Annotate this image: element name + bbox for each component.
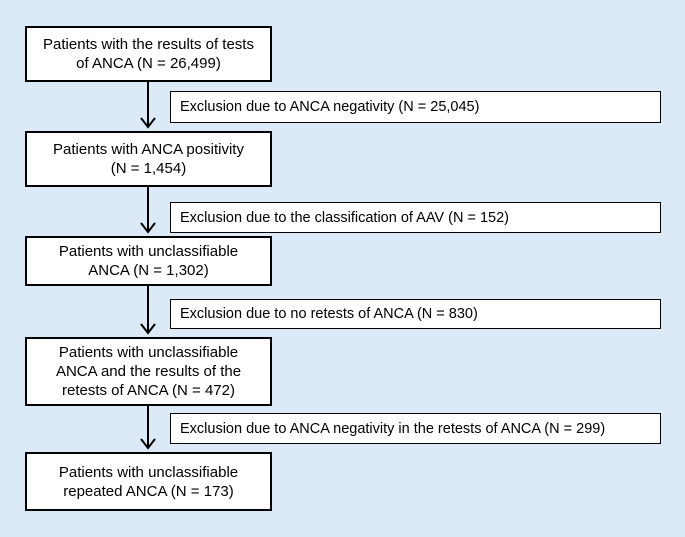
exclusion-text: Exclusion due to the classification of A… <box>180 209 509 226</box>
flow-box-text: Patients with unclassifiable <box>58 463 239 481</box>
flow-box-text: ANCA (N = 1,302) <box>88 262 209 279</box>
exclusion-text: Exclusion due to ANCA negativity in the … <box>180 420 606 437</box>
flow-box-text: Patients with the results of tests <box>43 36 254 53</box>
exclusion-text: Exclusion due to ANCA negativity (N = 25… <box>180 99 480 115</box>
flow-box-text: retests of ANCA (N = 472) <box>61 382 235 399</box>
flow-box-anca-positivity: Patients with ANCA positivity (N = 1,454… <box>25 131 272 187</box>
flow-box-text: Patients with unclassifiable <box>58 344 239 361</box>
flow-box-text: repeated ANCA (N = 173) <box>63 482 234 500</box>
flow-box-initial-patients: Patients with the results of tests of AN… <box>25 26 272 82</box>
flow-box-text: ANCA and the results of the <box>55 363 242 380</box>
flow-box-repeated-anca: Patients with unclassifiable repeated AN… <box>25 452 272 511</box>
exclusion-box-no-retests: Exclusion due to no retests of ANCA (N =… <box>170 299 661 329</box>
exclusion-box-retest-negativity: Exclusion due to ANCA negativity in the … <box>170 413 661 444</box>
flow-box-text: of ANCA (N = 26,499) <box>76 55 221 72</box>
flow-box-text: Patients with unclassifiable <box>58 243 239 260</box>
arrowhead-3 <box>140 323 156 335</box>
exclusion-box-anca-negativity: Exclusion due to ANCA negativity (N = 25… <box>170 91 661 123</box>
exclusion-box-aav-classification: Exclusion due to the classification of A… <box>170 202 661 233</box>
arrowhead-1 <box>140 117 156 129</box>
arrowhead-4 <box>140 438 156 450</box>
flow-box-text: (N = 1,454) <box>110 160 187 177</box>
flow-box-unclassifiable-anca: Patients with unclassifiable ANCA (N = 1… <box>25 236 272 286</box>
flow-box-retest-results: Patients with unclassifiable ANCA and th… <box>25 337 272 406</box>
arrowhead-2 <box>140 222 156 234</box>
exclusion-text: Exclusion due to no retests of ANCA (N =… <box>180 306 478 322</box>
flow-box-text: Patients with ANCA positivity <box>53 141 244 158</box>
